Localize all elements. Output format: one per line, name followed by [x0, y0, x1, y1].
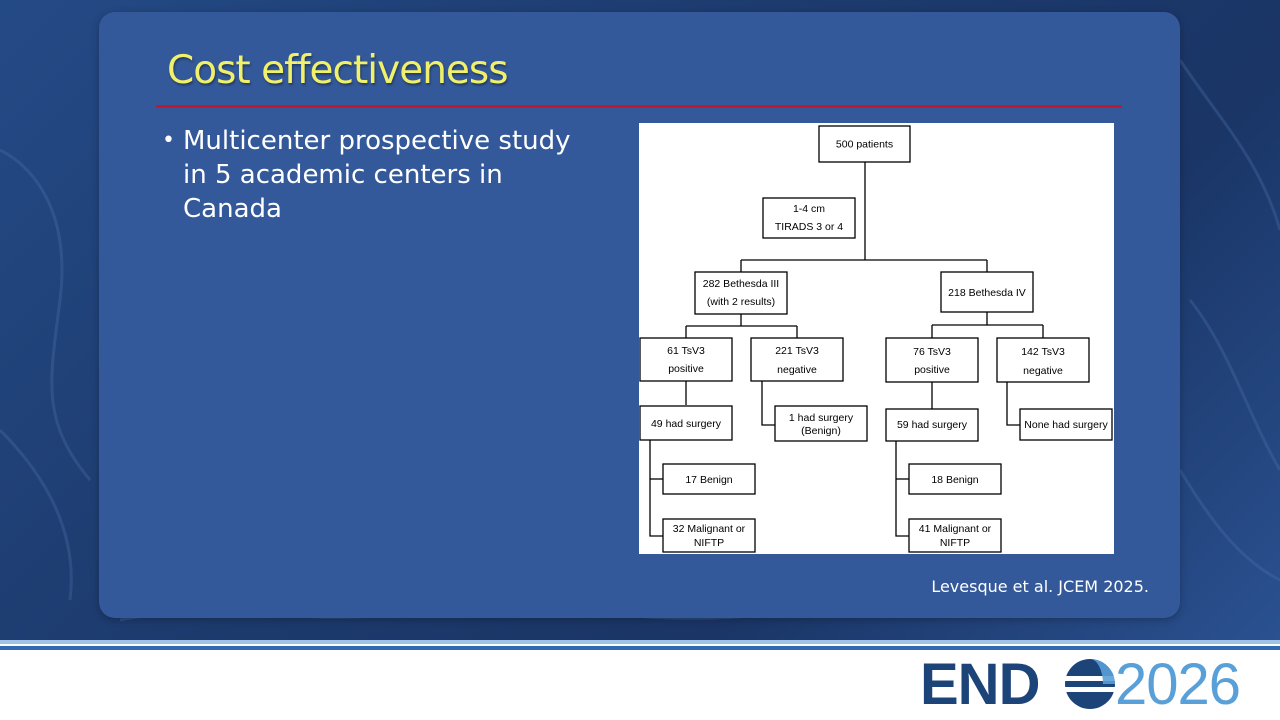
- node-b3-malignant: 32 Malignant or NIFTP: [662, 518, 756, 553]
- node-label: (with 2 results): [707, 296, 775, 308]
- node-label: 59 had surgery: [897, 419, 968, 431]
- node-label: None had surgery: [1024, 419, 1108, 431]
- node-bethesda-iii: 282 Bethesda III (with 2 results): [694, 271, 788, 315]
- node-label: TIRADS 3 or 4: [775, 221, 843, 233]
- node-label: (Benign): [801, 425, 841, 437]
- logo-text-right: 2026: [1115, 652, 1240, 714]
- slide-title: Cost effectiveness: [167, 48, 509, 93]
- footer-stripe: [0, 640, 1280, 644]
- node-label: 221 TsV3: [775, 345, 819, 357]
- node-label: 500 patients: [836, 139, 893, 151]
- node-label: 76 TsV3: [913, 346, 951, 358]
- node-b4-benign: 18 Benign: [908, 463, 1002, 495]
- bullet-item: • Multicenter prospective study in 5 aca…: [162, 124, 582, 226]
- node-size-tirads: 1-4 cm TIRADS 3 or 4: [762, 197, 856, 239]
- flowchart-connectors: [649, 162, 1044, 537]
- node-label: negative: [777, 364, 817, 376]
- node-b3-neg-surgery: 1 had surgery (Benign): [774, 405, 868, 442]
- node-label: 282 Bethesda III: [703, 278, 779, 290]
- node-b4-tsv3-positive: 76 TsV3 positive: [885, 337, 979, 383]
- node-label: positive: [914, 364, 950, 376]
- node-label: 41 Malignant or: [919, 523, 992, 535]
- node-b3-benign: 17 Benign: [662, 463, 756, 495]
- title-divider: [156, 105, 1122, 108]
- node-label: NIFTP: [694, 537, 724, 549]
- node-label: 61 TsV3: [667, 345, 705, 357]
- node-bethesda-iv: 218 Bethesda IV: [940, 271, 1034, 313]
- bullet-dot-icon: •: [162, 128, 175, 153]
- connector: [1006, 382, 1020, 426]
- node-b4-tsv3-negative: 142 TsV3 negative: [996, 337, 1090, 383]
- node-label: NIFTP: [940, 537, 970, 549]
- node-label: 49 had surgery: [651, 418, 722, 430]
- bullet-text: Multicenter prospective study in 5 acade…: [183, 126, 571, 224]
- node-patients: 500 patients: [818, 125, 911, 163]
- node-label: positive: [668, 363, 704, 375]
- connector: [761, 381, 775, 426]
- node-b4-neg-surgery: None had surgery: [1019, 408, 1113, 441]
- node-b3-tsv3-positive: 61 TsV3 positive: [639, 337, 733, 382]
- logo-text-left: END: [920, 652, 1039, 714]
- node-label: 1-4 cm: [793, 203, 825, 215]
- node-b4-pos-surgery: 59 had surgery: [885, 408, 979, 442]
- globe-icon: [1060, 659, 1118, 709]
- connector: [649, 440, 663, 537]
- endo-2026-logo: END 2026: [920, 652, 1241, 714]
- node-b4-malignant: 41 Malignant or NIFTP: [908, 518, 1002, 553]
- study-flowchart: 500 patients 1-4 cm TIRADS 3 or 4 282 Be…: [639, 123, 1114, 554]
- node-label: 1 had surgery: [789, 412, 854, 424]
- node-label: 142 TsV3: [1021, 346, 1065, 358]
- node-label: 17 Benign: [685, 474, 732, 486]
- citation: Levesque et al. JCEM 2025.: [931, 577, 1149, 596]
- connector: [895, 441, 909, 537]
- node-label: 218 Bethesda IV: [948, 287, 1026, 299]
- node-b3-tsv3-negative: 221 TsV3 negative: [750, 337, 844, 382]
- node-b3-pos-surgery: 49 had surgery: [639, 405, 733, 441]
- node-label: negative: [1023, 365, 1063, 377]
- node-label: 18 Benign: [931, 474, 978, 486]
- footer-stripe: [0, 646, 1280, 650]
- flowchart-svg: 500 patients 1-4 cm TIRADS 3 or 4 282 Be…: [639, 125, 1113, 553]
- node-label: 32 Malignant or: [673, 523, 746, 535]
